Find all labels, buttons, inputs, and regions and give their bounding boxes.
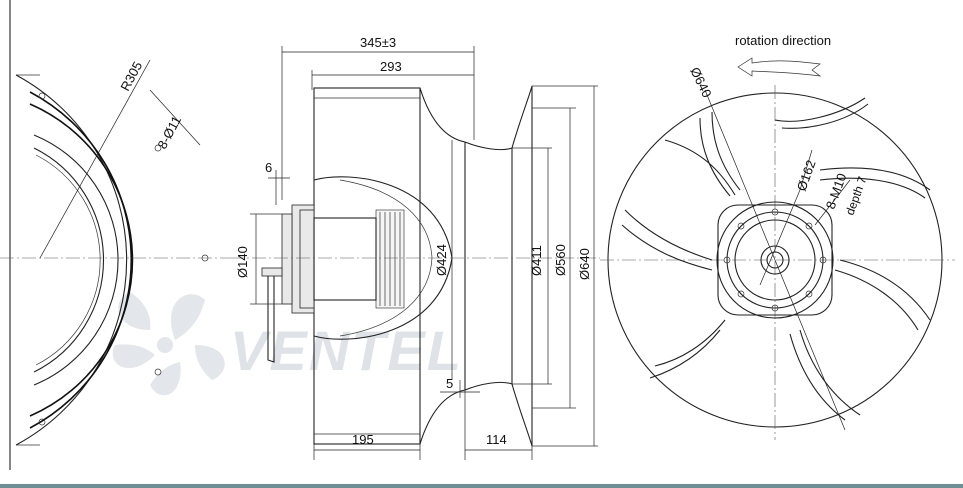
- shaft-diameter-label: Ø140: [235, 246, 250, 278]
- holes-label: 8-Ø11: [154, 113, 184, 151]
- side-view: 345±3 293 6: [230, 35, 600, 460]
- outer-diameter-label: Ø640: [687, 65, 714, 100]
- footer-bar: [0, 484, 963, 488]
- overall-length-label: 345±3: [360, 35, 396, 50]
- bell-outer-diameter-label: Ø560: [553, 244, 568, 276]
- bolt-circle-label: Ø162: [794, 158, 819, 193]
- impeller-diameter-label: Ø424: [434, 244, 449, 276]
- offset-label: 5: [446, 376, 453, 391]
- left-view: R305 8-Ø11: [0, 0, 230, 470]
- rotation-arrow-icon: [737, 57, 822, 77]
- base-width-label: 195: [352, 432, 374, 447]
- inlet-depth-label: 114: [486, 432, 507, 447]
- front-view: rotation direction: [600, 33, 955, 440]
- watermark-fan-logo: [112, 292, 225, 396]
- rotation-direction-label: rotation direction: [735, 33, 831, 48]
- flange-diameter-label: Ø640: [577, 248, 592, 280]
- flange-gap-label: 6: [265, 160, 272, 175]
- watermark-brand: VENTEL: [230, 319, 463, 382]
- inlet-diameter-label: Ø411: [529, 245, 544, 276]
- body-length-label: 293: [380, 59, 402, 74]
